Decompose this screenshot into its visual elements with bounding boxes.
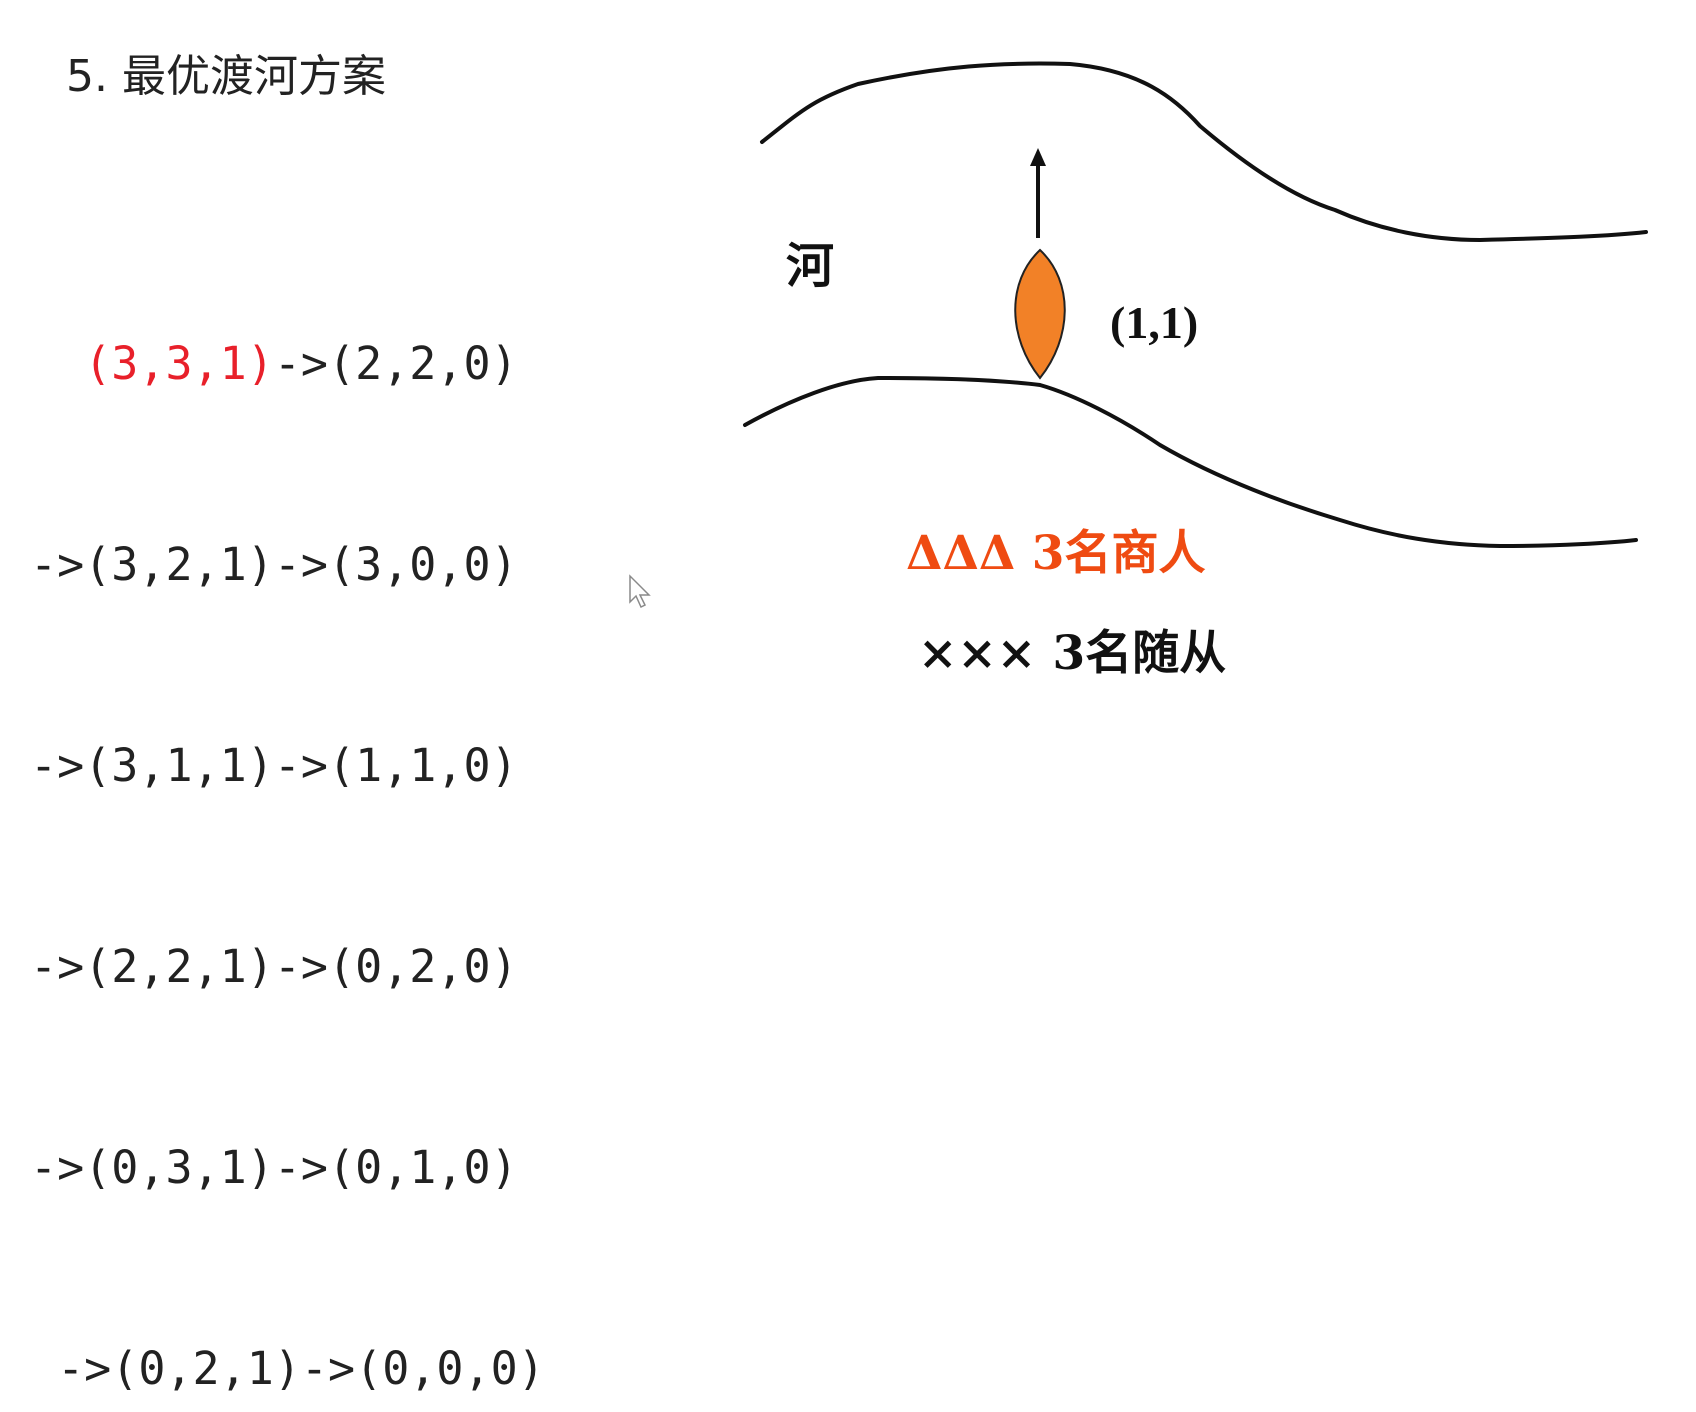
river-diagram [743, 61, 1648, 549]
boat-icon [1014, 248, 1066, 380]
followers-legend: ××× 3名随从 [918, 626, 1227, 681]
river-label: 河 [786, 238, 835, 294]
boat-load-label: (1,1) [1110, 297, 1199, 348]
start-state: (3,3,1) [84, 337, 274, 390]
sequence-line-3: ->(3,1,1)->(1,1,0) [30, 739, 518, 792]
arrow-head-icon [1030, 148, 1046, 166]
sequence-line-5: ->(0,3,1)->(0,1,0) [30, 1141, 518, 1194]
near-riverbank [743, 375, 1638, 549]
slide-title: 5. 最优渡河方案 [66, 51, 386, 102]
sequence-line-6: ->(0,2,1)->(0,0,0) [30, 1342, 545, 1395]
far-riverbank [760, 61, 1648, 243]
sequence-line-4: ->(2,2,1)->(0,2,0) [30, 940, 518, 993]
sequence-line-1: (3,3,1)->(2,2,0) [30, 330, 545, 397]
sequence-line-1-rest: ->(2,2,0) [273, 337, 518, 390]
merchants-legend: ΔΔΔ 3名商人 [906, 526, 1206, 581]
sequence-line-2: ->(3,2,1)->(3,0,0) [30, 538, 518, 591]
mouse-cursor-icon [629, 574, 651, 609]
